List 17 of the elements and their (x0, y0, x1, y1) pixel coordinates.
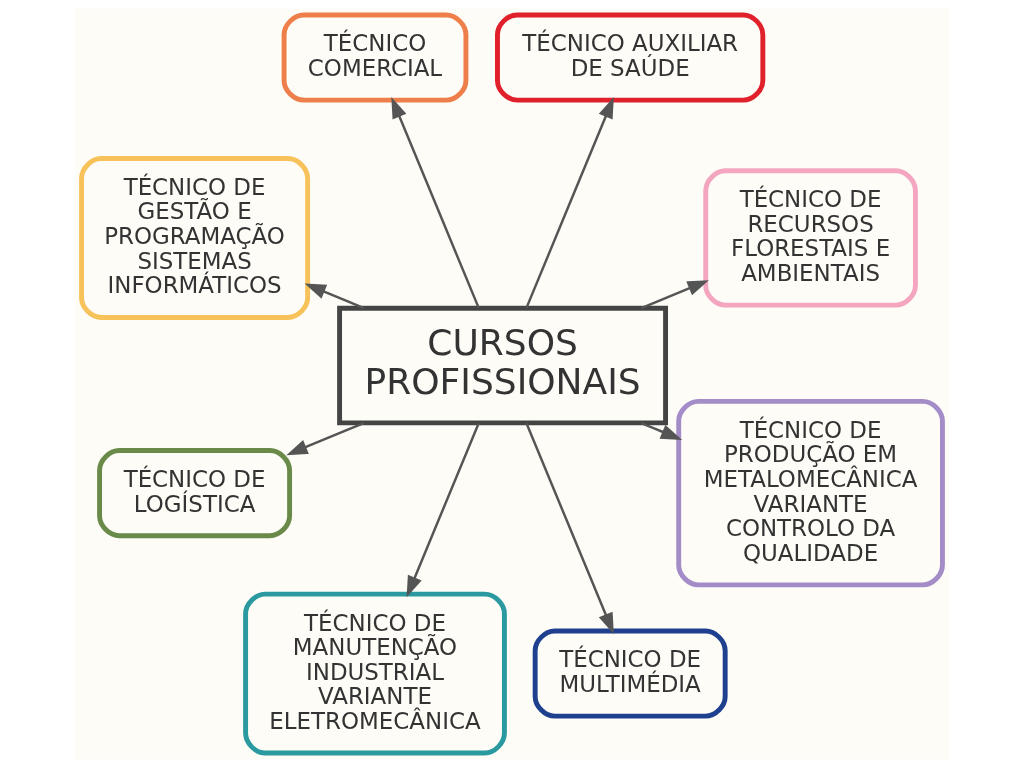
arrow (640, 421, 683, 440)
node-box: TÉCNICO DE MULTIMÉDIA (532, 628, 728, 719)
arrow (525, 423, 614, 635)
arrow (525, 96, 614, 309)
node-box: TÉCNICO DE RECURSOS FLORESTAIS E AMBIENTAIS (703, 168, 918, 308)
node-box: TÉCNICO DE MANUTENÇÃO INDUSTRIAL VARIANTE ELETROMECÂNICA (243, 591, 507, 756)
node-box: TÉCNICO DE LOGÍSTICA (97, 448, 293, 539)
arrow (391, 96, 480, 309)
arrow (286, 421, 365, 456)
node-box: TÉCNICO DE GESTÃO E PROGRAMAÇÃO SISTEMAS INFORMÁTICOS (79, 156, 311, 320)
arrow (406, 423, 480, 598)
node-box: TÉCNICO AUXILIAR DE SAÚDE (495, 12, 766, 103)
arrow (304, 283, 365, 310)
node-box: CURSOS PROFISSIONAIS (337, 305, 669, 426)
node-box: TÉCNICO COMERCIAL (281, 12, 469, 103)
arrow (640, 280, 709, 310)
node-box: TÉCNICO DE PRODUÇÃO EM METALOMECÂNICA VARIANTE CONTROLO DA QUALIDADE (676, 398, 945, 588)
